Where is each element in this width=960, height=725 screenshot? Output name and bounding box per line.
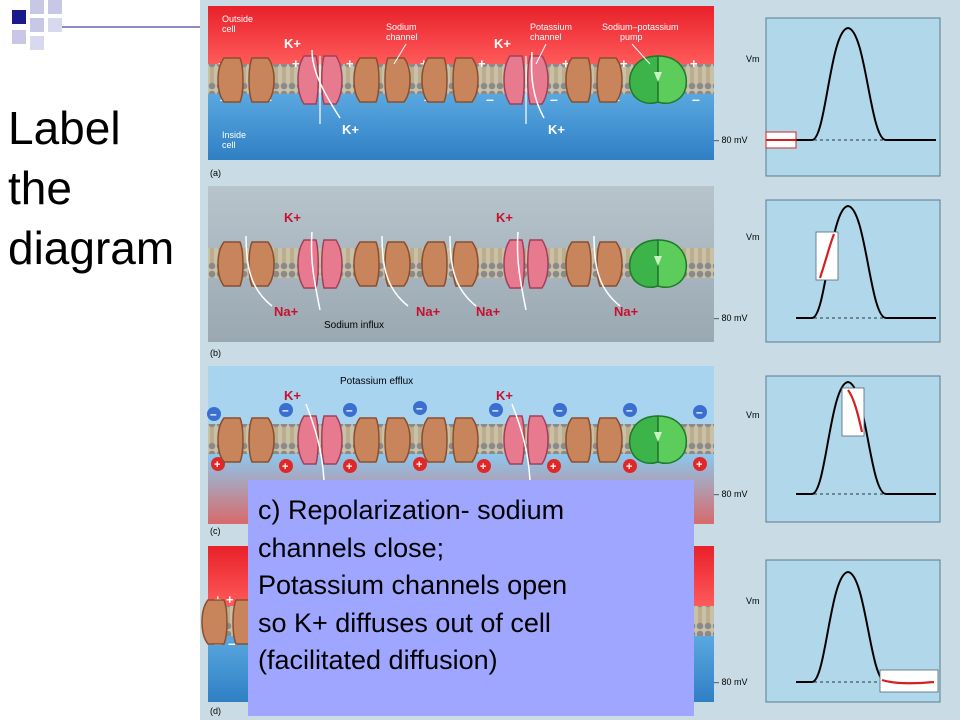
svg-text:+: +	[562, 56, 570, 71]
graph-y-label: Vm	[746, 54, 760, 64]
panel-letter-d: (d)	[210, 706, 221, 716]
pump-label-2: pump	[620, 32, 643, 42]
panel-b: K+ K+ Na+ Na+ Na+ Na+ Sodium influx (b)	[208, 186, 714, 358]
svg-text:+: +	[626, 461, 632, 473]
k-ion-label: K+	[342, 122, 359, 137]
na-ion-label: Na+	[614, 304, 639, 319]
svg-text:+: +	[416, 459, 422, 471]
svg-text:–: –	[228, 635, 236, 651]
panel-letter-c: (c)	[210, 526, 221, 536]
na-ion-label: Na+	[476, 304, 501, 319]
svg-text:+: +	[214, 459, 220, 471]
sodium-channel-label-1: Sodium	[386, 22, 417, 32]
inside-cell-label-1: Inside	[222, 130, 246, 140]
k-ion-label: K+	[496, 210, 513, 225]
inside-cell-label-2: cell	[222, 140, 236, 150]
svg-text:+: +	[226, 592, 234, 607]
potassium-efflux-label: Potassium efflux	[340, 376, 413, 387]
svg-text:–: –	[626, 403, 633, 417]
svg-text:–: –	[486, 91, 494, 107]
svg-text:+: +	[696, 459, 702, 471]
graph-d: Vm – 80 mV	[714, 559, 941, 703]
svg-text:+: +	[292, 56, 300, 71]
graph-resting-label: – 80 mV	[714, 677, 748, 687]
panel-a: ++++ +++++ –––– ––––– Outside cell Insid…	[208, 6, 714, 178]
svg-text:+: +	[282, 461, 288, 473]
graph-y-label: Vm	[746, 410, 760, 420]
k-ion-label: K+	[284, 210, 301, 225]
k-ion-label: K+	[548, 122, 565, 137]
potassium-channel-label-1: Potassium	[530, 22, 572, 32]
svg-text:+: +	[690, 56, 698, 71]
na-ion-label: Na+	[274, 304, 299, 319]
callout-line-1: c) Repolarization- sodium	[258, 495, 565, 525]
panel-letter-a: (a)	[210, 168, 221, 178]
svg-text:–: –	[696, 405, 703, 419]
callout-line-4: so K+ diffuses out of cell	[258, 607, 551, 638]
svg-text:–: –	[282, 403, 289, 417]
slide-decoration	[0, 0, 80, 60]
graph-resting-label: – 80 mV	[714, 489, 748, 499]
graph-y-label: Vm	[746, 596, 760, 606]
outside-cell-label-1: Outside	[222, 14, 253, 24]
svg-text:–: –	[692, 91, 700, 107]
svg-text:+: +	[480, 461, 486, 473]
svg-text:–: –	[210, 407, 217, 421]
svg-text:+: +	[620, 56, 628, 71]
graph-b: Vm – 80 mV	[714, 199, 941, 343]
svg-text:+: +	[478, 56, 486, 71]
svg-text:–: –	[492, 403, 499, 417]
title-divider	[62, 26, 202, 28]
panel-letter-b: (b)	[210, 348, 221, 358]
sodium-influx-label: Sodium influx	[324, 320, 384, 331]
k-ion-label: K+	[284, 388, 301, 403]
callout-line-2: channels close;	[258, 532, 445, 563]
title-line-1: Label	[8, 102, 121, 154]
outside-cell-label-2: cell	[222, 24, 236, 34]
graph-a: Vm – 80 mV	[714, 17, 941, 177]
k-ion-label: K+	[496, 388, 513, 403]
slide-title: Label the diagram	[8, 98, 208, 278]
k-ion-label: K+	[284, 36, 301, 51]
action-potential-figure: + + + + + + + + + – – – – – – – – – Outside cell Insid…	[200, 0, 960, 720]
svg-text:–: –	[346, 403, 353, 417]
graph-resting-label: – 80 mV	[714, 135, 748, 145]
callout-line-5: (facilitated diffusion)	[258, 645, 498, 675]
callout-line-3: Potassium channels open	[258, 570, 568, 600]
svg-text:+: +	[550, 461, 556, 473]
callout-box: c) Repolarization- sodium channels close…	[248, 480, 694, 716]
svg-text:–: –	[550, 91, 558, 107]
pump-label-1: Sodium–potassium	[602, 22, 679, 32]
graph-resting-label: – 80 mV	[714, 313, 748, 323]
svg-text:–: –	[416, 401, 423, 415]
k-ion-label: K+	[494, 36, 511, 51]
svg-text:–: –	[556, 403, 563, 417]
sodium-channel-label-2: channel	[386, 32, 418, 42]
title-line-3: diagram	[8, 222, 175, 274]
graph-y-label: Vm	[746, 232, 760, 242]
potassium-channel-label-2: channel	[530, 32, 562, 42]
graph-c: Vm – 80 mV	[714, 375, 941, 523]
svg-text:+: +	[346, 56, 354, 71]
figure-svg: + + + + + + + + + – – – – – – – – – Outside cell Insid…	[201, 6, 941, 716]
title-line-2: the	[8, 162, 72, 214]
na-ion-label: Na+	[416, 304, 441, 319]
svg-text:+: +	[346, 461, 352, 473]
